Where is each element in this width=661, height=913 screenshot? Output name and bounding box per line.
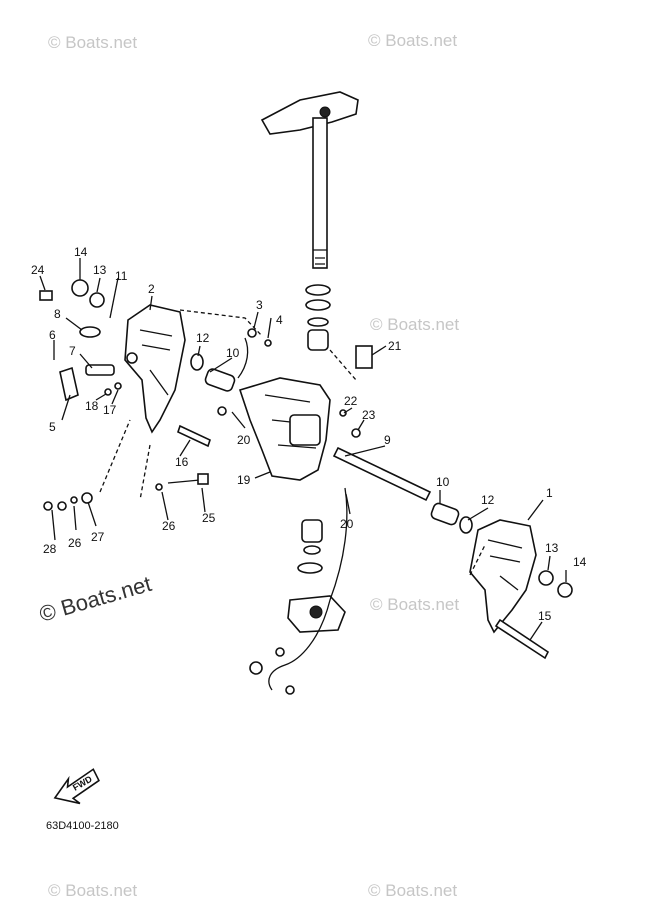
- part-label-4: 4: [276, 313, 283, 327]
- left-clamp-bracket: [124, 304, 186, 434]
- ground-wire: [237, 337, 348, 691]
- part-label-24: 24: [31, 263, 45, 277]
- watermark-bottom-right: © Boats.net: [368, 881, 457, 900]
- part-label-13-right: 13: [545, 541, 559, 555]
- watermark-mid-right: © Boats.net: [370, 315, 459, 334]
- small-hardware: [39, 279, 573, 695]
- right-clamp-bracket: [469, 519, 537, 634]
- part-label-27: 27: [91, 530, 105, 544]
- watermark-mid-left: © Boats.net: [36, 571, 154, 627]
- watermarks: © Boats.net © Boats.net © Boats.net © Bo…: [36, 31, 459, 900]
- part-number-labels: 1 2 3 4 5 6 7 8 9 10 10 11 12 12 13 13 1…: [31, 245, 587, 623]
- watermark-top-left: © Boats.net: [48, 33, 137, 52]
- part-label-7: 7: [69, 344, 76, 358]
- part-label-10-right: 10: [436, 475, 450, 489]
- part-label-17: 17: [103, 403, 117, 417]
- part-label-22: 22: [344, 394, 358, 408]
- lower-bushings: [287, 519, 346, 633]
- part-label-25: 25: [202, 511, 216, 525]
- swivel-bracket: [238, 377, 331, 481]
- tilt-shaft: [332, 446, 432, 502]
- shaft-bushings-upper: [305, 284, 331, 351]
- part-label-23: 23: [362, 408, 376, 422]
- part-label-26-center: 26: [162, 519, 176, 533]
- leader-lines: [39, 258, 567, 641]
- part-label-26-left: 26: [68, 536, 82, 550]
- part-label-20-right: 20: [340, 517, 354, 531]
- part-label-15: 15: [538, 609, 552, 623]
- part-label-14-left: 14: [74, 245, 88, 259]
- part-label-28: 28: [43, 542, 57, 556]
- part-label-6: 6: [49, 328, 56, 342]
- part-label-9: 9: [384, 433, 391, 447]
- tilt-bushings: [190, 353, 473, 534]
- part-label-19: 19: [237, 473, 251, 487]
- watermark-top-right: © Boats.net: [368, 31, 457, 50]
- part-label-5: 5: [49, 420, 56, 434]
- watermark-bottom-left: © Boats.net: [48, 881, 137, 900]
- part-label-12-right: 12: [481, 493, 495, 507]
- part-label-18: 18: [85, 399, 99, 413]
- part-label-16: 16: [175, 455, 189, 469]
- part-label-3: 3: [256, 298, 263, 312]
- fwd-arrow-icon: FWD: [53, 768, 100, 805]
- diagram-code: 63D4100-2180: [46, 820, 119, 832]
- bolts: [167, 424, 550, 660]
- part-label-11: 11: [115, 269, 128, 283]
- part-label-8: 8: [54, 307, 61, 321]
- part-label-12-left: 12: [196, 331, 210, 345]
- part-label-2: 2: [148, 282, 155, 296]
- part-label-1: 1: [546, 486, 553, 500]
- part-label-10-left: 10: [226, 346, 240, 360]
- part-label-21: 21: [388, 339, 402, 353]
- steering-arm-shaft: [260, 91, 359, 269]
- part-label-13-left: 13: [93, 263, 107, 277]
- part-label-14-right: 14: [573, 555, 587, 569]
- part-label-20-left: 20: [237, 433, 251, 447]
- watermark-mid-right-2: © Boats.net: [370, 595, 459, 614]
